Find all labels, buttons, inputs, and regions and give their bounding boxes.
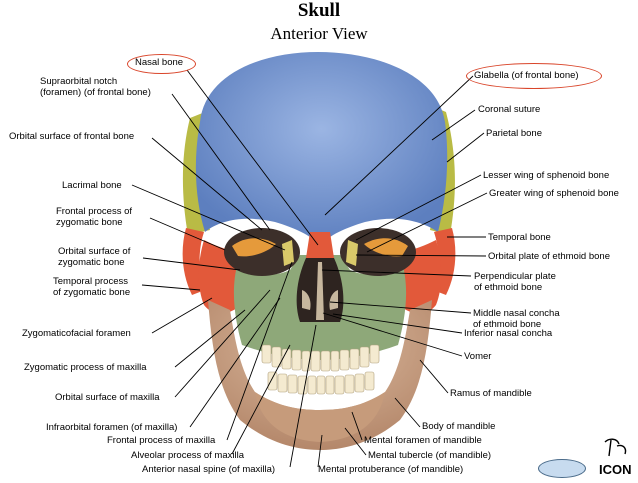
label-temporal-bone: Temporal bone xyxy=(488,232,551,243)
label-infraorbital-foramen: Infraorbital foramen (of maxilla) xyxy=(46,422,178,433)
nasal-bone-shape xyxy=(306,232,334,258)
label-lacrimal-bone: Lacrimal bone xyxy=(62,180,122,191)
ethmoid-left xyxy=(282,240,294,266)
label-zygomatic-process-maxilla: Zygomatic process of maxilla xyxy=(24,362,147,373)
leader-lines xyxy=(131,69,488,468)
netter-icon-logo: ICON xyxy=(597,436,635,478)
svg-text:ICON: ICON xyxy=(599,462,632,477)
label-greater-wing-sphenoid: Greater wing of sphenoid bone xyxy=(489,188,619,199)
label-mental-foramen: Mental foramen of mandible xyxy=(364,435,482,446)
page-title: Skull xyxy=(297,0,341,21)
label-middle-nasal-concha: Middle nasal concha of ethmoid bone xyxy=(473,308,560,330)
concha-right xyxy=(329,290,338,310)
label-supraorbital-notch: Supraorbital notch (foramen) (of frontal… xyxy=(40,76,151,98)
label-orbital-surface-zygomatic: Orbital surface of zygomatic bone xyxy=(58,246,131,268)
mandible-front xyxy=(255,392,385,442)
label-nasal-bone: Nasal bone xyxy=(135,57,184,68)
page-subtitle: Anterior View xyxy=(270,24,368,43)
concha-left xyxy=(302,290,311,310)
frontal-bone xyxy=(195,52,448,245)
vomer-shape xyxy=(316,262,324,320)
slide-nav-badge[interactable] xyxy=(538,459,586,478)
label-frontal-process-zygomatic: Frontal process of zygomatic bone xyxy=(56,206,133,228)
label-mental-tubercle: Mental tubercle (of mandible) xyxy=(368,450,492,461)
label-body-mandible: Body of mandible xyxy=(422,421,496,432)
label-anterior-nasal-spine: Anterior nasal spine (of maxilla) xyxy=(142,464,276,475)
label-temporal-process-zygomatic: Temporal process of zygomatic bone xyxy=(53,276,131,298)
label-mental-protuberance: Mental protuberance (of mandible) xyxy=(318,464,464,475)
sphenoid-wing-right xyxy=(364,238,408,257)
label-vomer: Vomer xyxy=(464,351,492,362)
label-zygomaticofacial-foramen: Zygomaticofacial foramen xyxy=(22,328,131,339)
ethmoid-right xyxy=(346,240,358,266)
label-frontal-process-maxilla: Frontal process of maxilla xyxy=(107,435,216,446)
label-orbital-plate-ethmoid: Orbital plate of ethmoid bone xyxy=(488,251,610,262)
label-orbital-surface-maxilla: Orbital surface of maxilla xyxy=(55,392,160,403)
label-parietal-bone: Parietal bone xyxy=(486,128,542,139)
sphenoid-wing-left xyxy=(232,238,276,257)
label-perpendicular-plate: Perpendicular plate of ethmoid bone xyxy=(474,271,556,293)
teeth xyxy=(261,344,380,395)
label-alveolar-process-maxilla: Alveolar process of maxilla xyxy=(131,450,244,461)
label-orbital-surface-frontal: Orbital surface of frontal bone xyxy=(9,131,135,142)
label-ramus-mandible: Ramus of mandible xyxy=(450,388,532,399)
label-glabella: Glabella (of frontal bone) xyxy=(474,70,579,81)
label-coronal-suture: Coronal suture xyxy=(478,104,541,115)
label-inferior-nasal-concha: Inferior nasal concha xyxy=(464,328,553,339)
highlight-oval-glabella xyxy=(466,63,602,89)
label-lesser-wing-sphenoid: Lesser wing of sphenoid bone xyxy=(483,170,610,181)
highlight-oval-nasal-bone xyxy=(127,54,196,74)
